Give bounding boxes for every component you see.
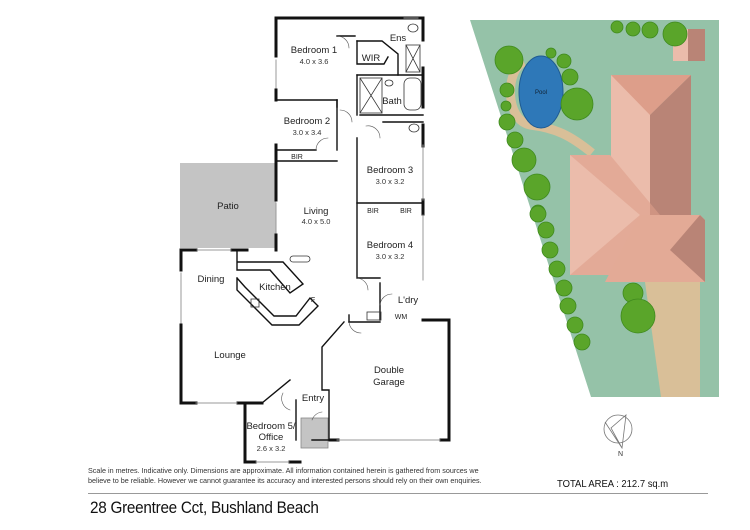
- pool-label: Pool: [535, 90, 547, 96]
- bedroom5-dims: 2.6 x 3.2: [257, 444, 286, 453]
- bedroom5-label: Bedroom 5/: [246, 421, 295, 432]
- roof-wing-right-dark: [670, 215, 705, 282]
- driveway: [645, 282, 700, 397]
- living-label: Living: [304, 206, 329, 217]
- site-plan: Pool: [470, 20, 719, 397]
- ens-label: Ens: [390, 33, 407, 44]
- garage-label-2: Garage: [373, 377, 405, 388]
- bedroom2-label: Bedroom 2: [284, 116, 330, 127]
- bedroom5-label-2: Office: [259, 432, 284, 443]
- garden-path: [506, 57, 595, 157]
- fridge-label: F: [311, 297, 315, 304]
- bir2-label: BIR: [367, 208, 379, 215]
- room-labels: Bedroom 1 4.0 x 3.6 Ens WIR Bath Bedroom…: [198, 33, 419, 453]
- bedroom4-dims: 3.0 x 3.2: [376, 252, 405, 261]
- north-label: N: [618, 451, 624, 458]
- bath-label: Bath: [382, 96, 402, 107]
- entry-steps: [300, 417, 329, 449]
- shed-dark: [688, 29, 705, 61]
- bedroom3-dims: 3.0 x 3.2: [376, 177, 405, 186]
- bedroom1-dims: 4.0 x 3.6: [300, 57, 329, 66]
- garage-label: Double: [374, 365, 404, 376]
- dining-label: Dining: [198, 274, 225, 285]
- disclaimer-line-2: believe to be reliable. However we canno…: [88, 476, 482, 485]
- kitchen-label: Kitchen: [259, 282, 291, 293]
- total-area: TOTAL AREA : 212.7 sq.m: [557, 478, 669, 490]
- house-plan: [179, 16, 451, 464]
- trees: [494, 20, 688, 351]
- bedroom4-label: Bedroom 4: [367, 240, 413, 251]
- roof-main-right: [650, 75, 691, 250]
- bir3-label: BIR: [400, 208, 412, 215]
- roof-main-top: [611, 75, 691, 115]
- entry-label: Entry: [302, 393, 324, 404]
- roof-wing-right: [605, 215, 705, 282]
- bir1-label: BIR: [291, 154, 303, 161]
- divider-right: [548, 493, 708, 494]
- laundry-label: L'dry: [398, 295, 419, 306]
- disclaimer-line-1: Scale in metres. Indicative only. Dimens…: [88, 466, 479, 475]
- pool: [518, 55, 564, 129]
- patio-label: Patio: [217, 201, 239, 212]
- lounge-label: Lounge: [214, 350, 246, 361]
- divider: [88, 493, 548, 494]
- north-compass-icon: [603, 414, 633, 450]
- bedroom2-dims: 3.0 x 3.4: [293, 128, 322, 137]
- bedroom1-label: Bedroom 1: [291, 45, 337, 56]
- property-address: 28 Greentree Cct, Bushland Beach: [90, 498, 319, 517]
- wir-label: WIR: [362, 53, 381, 64]
- bedroom3-label: Bedroom 3: [367, 165, 413, 176]
- disclaimer: Scale in metres. Indicative only. Dimens…: [88, 466, 528, 486]
- patio-area: [180, 163, 276, 248]
- wm-label: WM: [395, 314, 408, 321]
- living-dims: 4.0 x 5.0: [302, 217, 331, 226]
